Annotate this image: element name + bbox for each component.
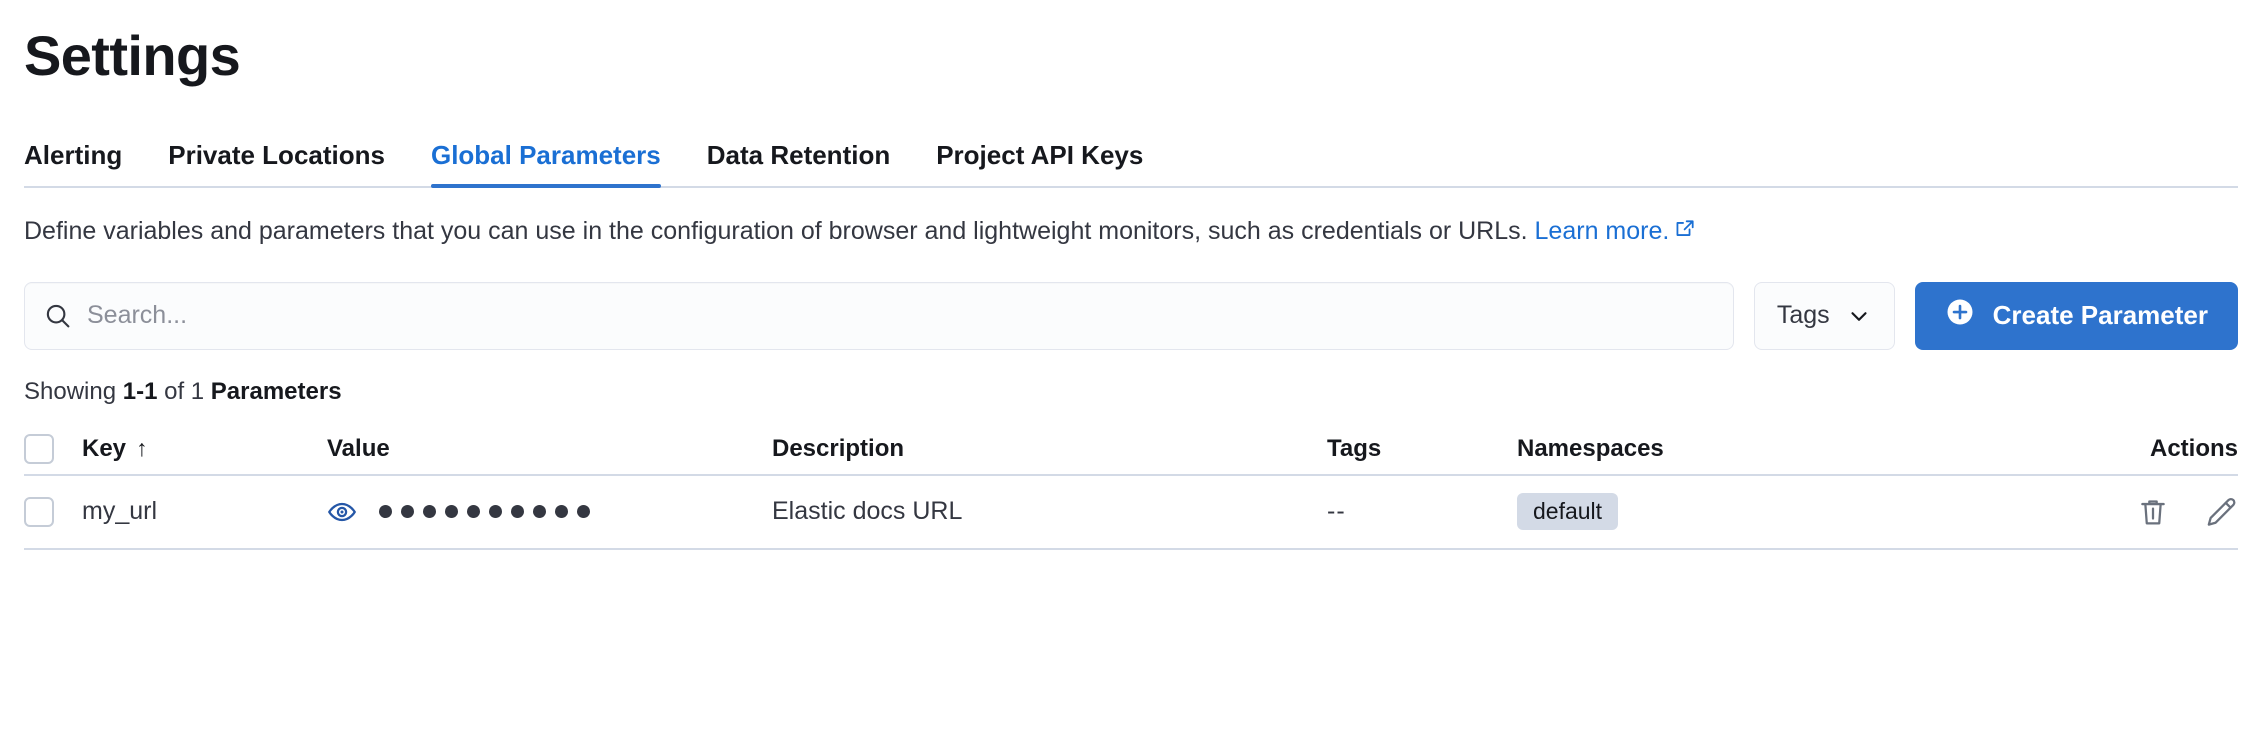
cell-actions — [2088, 495, 2238, 529]
tab-data-retention[interactable]: Data Retention — [684, 142, 913, 186]
learn-more-link[interactable]: Learn more. — [1535, 217, 1670, 245]
create-parameter-label: Create Parameter — [1992, 300, 2208, 331]
tags-filter-label: Tags — [1776, 301, 1830, 330]
cell-namespaces: default — [1517, 493, 2088, 531]
page-description: Define variables and parameters that you… — [24, 214, 2204, 250]
external-link-icon — [1674, 215, 1696, 250]
search-icon — [43, 301, 73, 331]
column-tags-label: Tags — [1327, 434, 1382, 462]
column-header-key[interactable]: Key ↑ — [82, 435, 327, 463]
column-header-value: Value — [327, 435, 772, 463]
table-row: my_url Elastic docs URL -- default — [24, 476, 2238, 550]
tags-filter-button[interactable]: Tags — [1753, 281, 1895, 350]
table-header-row: Key ↑ Value Description Tags Namespaces A… — [24, 424, 2238, 476]
create-parameter-button[interactable]: Create Parameter — [1914, 281, 2238, 350]
column-header-tags: Tags — [1327, 435, 1517, 463]
select-all-checkbox[interactable] — [24, 433, 54, 464]
cell-value — [327, 497, 772, 527]
results-entity: Parameters — [210, 377, 342, 405]
parameters-table: Key ↑ Value Description Tags Namespaces A… — [24, 424, 2238, 550]
chevron-down-icon — [1846, 303, 1872, 329]
row-select-checkbox[interactable] — [24, 496, 54, 527]
column-header-namespaces: Namespaces — [1517, 435, 2088, 463]
plus-circle-icon — [1945, 297, 1975, 334]
page-title: Settings — [24, 24, 241, 87]
column-key-label: Key — [82, 434, 127, 462]
row-select-cell — [24, 496, 82, 527]
column-namespaces-label: Namespaces — [1517, 434, 1664, 462]
learn-more-label: Learn more. — [1534, 217, 1670, 246]
search-input[interactable] — [87, 301, 1717, 331]
results-prefix: Showing — [24, 377, 123, 405]
cell-key: my_url — [82, 497, 158, 526]
results-range: 1-1 — [122, 377, 158, 405]
column-header-actions: Actions — [2088, 435, 2238, 463]
delete-icon[interactable] — [2136, 495, 2170, 529]
tab-global-parameters[interactable]: Global Parameters — [408, 142, 684, 189]
tab-private-locations[interactable]: Private Locations — [145, 142, 408, 186]
select-all-cell — [24, 433, 82, 464]
tab-project-api-keys[interactable]: Project API Keys — [913, 142, 1166, 186]
tab-alerting[interactable]: Alerting — [24, 142, 145, 186]
results-count: Showing 1-1 of 1 Parameters — [24, 377, 2238, 405]
results-middle: of 1 — [157, 377, 211, 405]
column-header-description: Description — [772, 435, 1327, 463]
sort-ascending-icon: ↑ — [136, 434, 148, 461]
description-text: Define variables and parameters that you… — [24, 217, 1535, 246]
cell-description: Elastic docs URL — [772, 497, 963, 526]
search-field[interactable] — [24, 281, 1734, 350]
cell-tags: -- — [1327, 497, 1346, 526]
column-actions-label: Actions — [2149, 434, 2238, 462]
column-description-label: Description — [772, 434, 905, 462]
column-value-label: Value — [327, 434, 390, 462]
namespace-badge: default — [1517, 493, 1619, 531]
masked-value — [379, 505, 590, 519]
toolbar: Tags Create Parameter — [24, 281, 2238, 350]
eye-icon[interactable] — [327, 497, 357, 527]
settings-tabs: Alerting Private Locations Global Parame… — [24, 128, 2238, 189]
edit-icon[interactable] — [2204, 495, 2238, 529]
